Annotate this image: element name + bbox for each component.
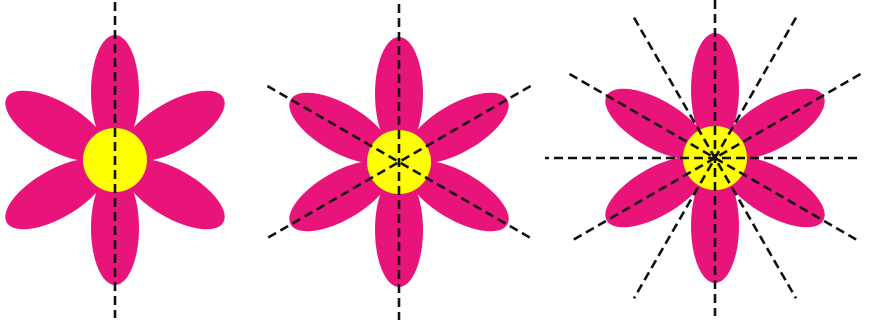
flower-three-symmetry-lines [267,4,530,320]
flower-six-symmetry-lines [545,0,860,316]
flower-one-symmetry-line [0,2,235,318]
